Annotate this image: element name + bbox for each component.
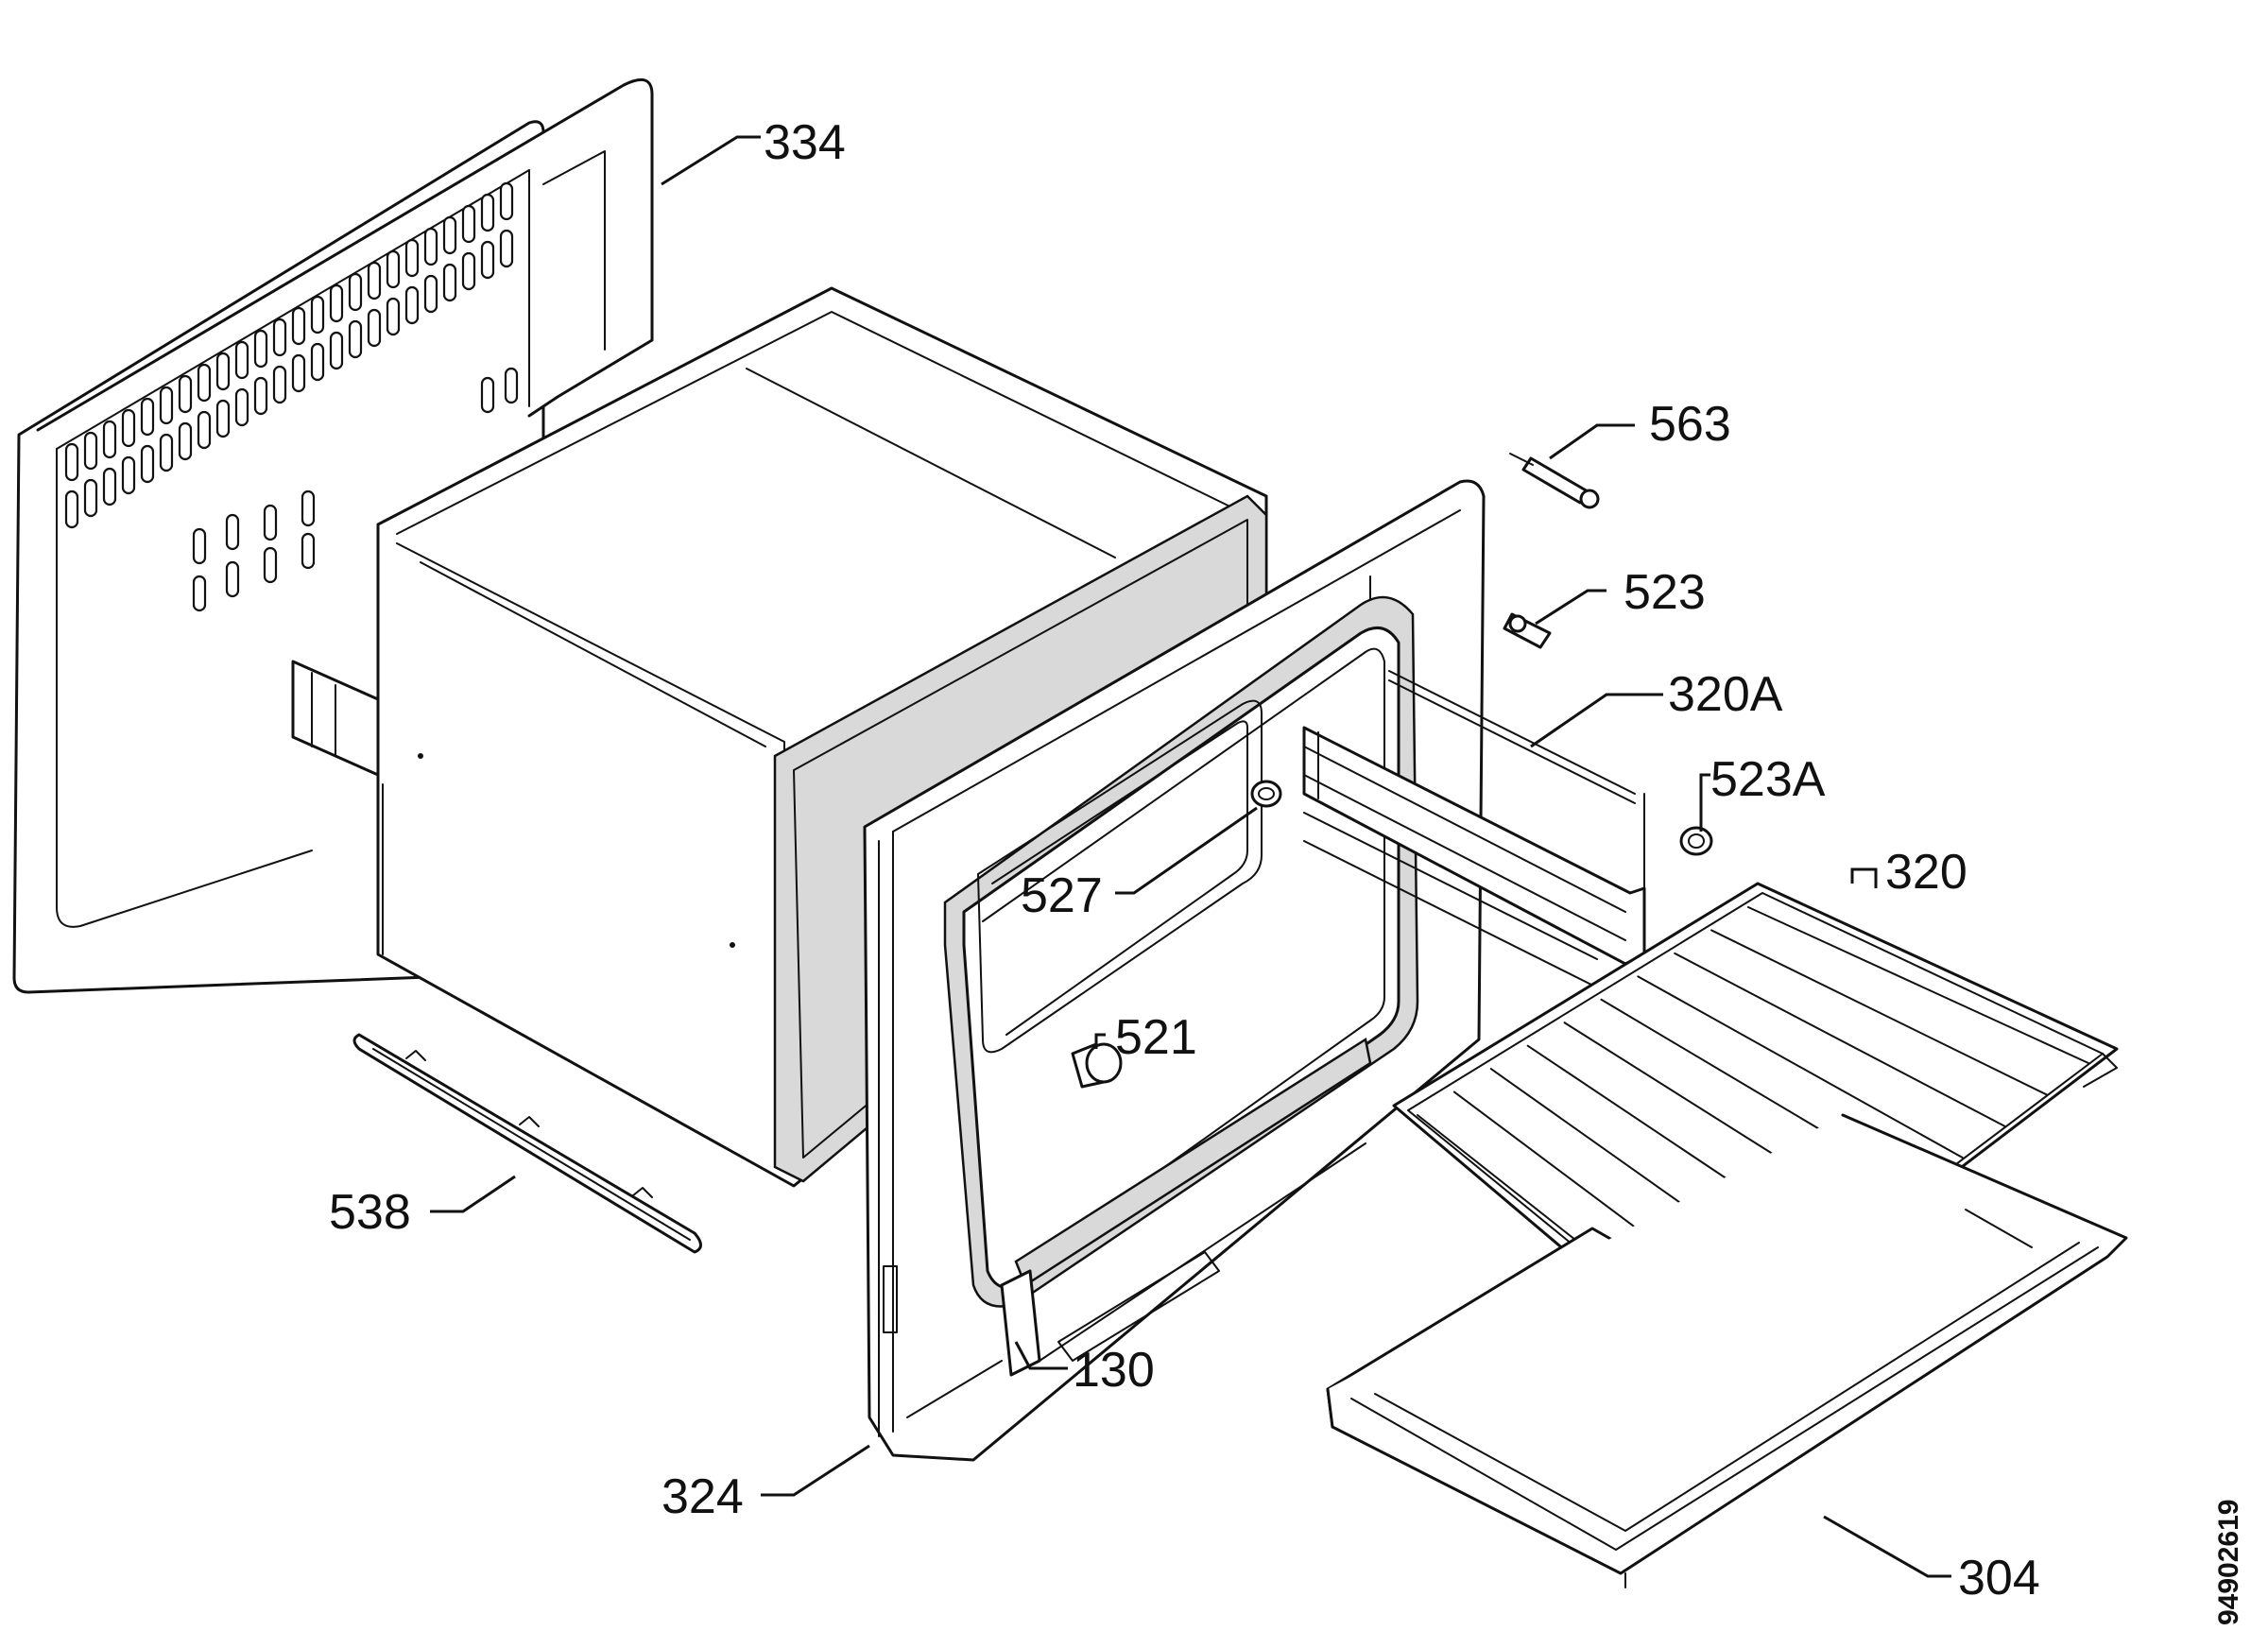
vent-slot [348,319,363,359]
vent-slot [329,283,344,323]
shelf-wire-bar [1747,906,2089,1064]
vent-slot [121,408,136,448]
vent-slot [480,376,495,414]
vent-slot [102,420,117,459]
vent-slot [102,467,117,506]
document-number: 94902619 [2213,1500,2244,1625]
shelf-wire-bar [1710,929,2048,1096]
vent-slot [234,387,249,427]
vent-slot [291,353,306,393]
vent-slot [192,575,207,612]
shelf-wire-bar [1637,975,1964,1159]
vent-slot [442,263,457,302]
vent-slot [159,433,174,472]
probe-563 [1509,453,1600,509]
vent-slot [310,342,325,382]
vent-slot [423,274,438,314]
vent-slot [263,504,278,541]
vent-slot [301,489,316,527]
vent-slot [178,374,193,414]
baking-tray-304 [1326,1113,2128,1588]
knob-527 [1250,780,1282,808]
vent-slot [140,444,155,484]
vent-slot [301,532,316,570]
vent-slot [291,306,306,346]
vent-slot [197,410,212,450]
vent-slot [367,261,382,300]
callout-527: 527 [1021,868,1103,923]
vent-slot [121,455,136,495]
vent-slot [386,297,401,336]
vent-slot [404,238,420,278]
vent-slots [64,181,519,612]
vent-slot [348,272,363,312]
vent-slot [499,229,514,268]
vent-slot [310,295,325,335]
vent-slot [215,352,231,391]
callout-334: 334 [764,115,846,170]
vent-slot [253,376,268,416]
vent-slot [480,240,495,280]
vent-slot [442,215,457,255]
vent-slot [83,431,98,471]
callout-304: 304 [1958,1551,2040,1605]
lamp-521 [1071,1042,1123,1089]
callout-130: 130 [1073,1343,1155,1398]
vent-slot [64,489,79,529]
shelf-wire-bar [1674,952,2006,1127]
vent-slot [140,397,155,437]
callout-563: 563 [1649,397,1731,452]
callout-538: 538 [329,1185,411,1240]
vent-slot [423,227,438,266]
vent-slot [329,331,344,370]
fitting-523 [1503,612,1552,649]
vent-slot [386,249,401,289]
callout-320A: 320A [1668,667,1783,722]
vent-slot [225,513,240,551]
vent-slot [272,365,287,404]
vent-slot [461,251,476,291]
leader-lines [430,135,1951,1578]
vent-slot [234,340,249,380]
callout-523: 523 [1624,565,1706,620]
vent-slot [404,285,420,325]
callout-324: 324 [662,1469,744,1524]
vent-slot [461,204,476,244]
front-frame-324 [863,479,1486,1462]
callout-320: 320 [1885,845,1967,900]
callout-523A: 523A [1710,752,1826,807]
vent-slot [263,546,278,584]
vent-slot [215,399,231,438]
vent-slot [192,527,207,565]
vent-slot [499,181,514,221]
vent-slot [159,386,174,425]
vent-slot [225,560,240,598]
shelf-runners-320A [1302,670,1646,988]
vent-slot [64,442,79,482]
vent-slot [504,367,519,404]
vent-slot [197,363,212,403]
callout-521: 521 [1115,1010,1197,1065]
vent-slot [480,193,495,232]
rail-538 [352,1033,702,1254]
grommet-523A [1679,826,1713,856]
vent-slot [367,308,382,348]
vent-slot [178,421,193,461]
vent-slot [83,478,98,518]
vent-slot [253,329,268,369]
vent-slot [272,318,287,357]
